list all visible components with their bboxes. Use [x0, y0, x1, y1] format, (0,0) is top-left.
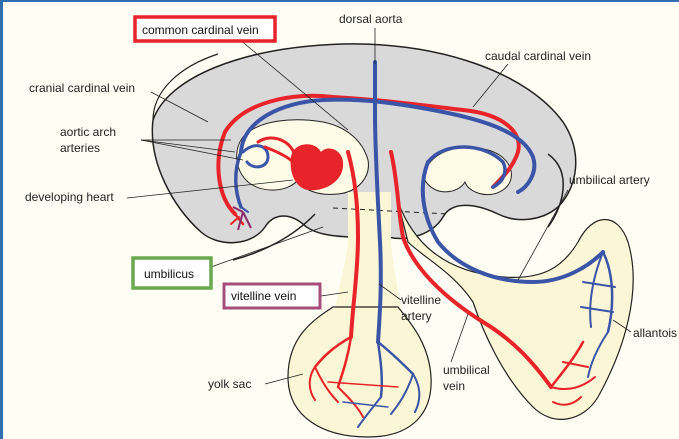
- label-common-cardinal-vein: common cardinal vein: [142, 23, 259, 37]
- label-yolk-sac: yolk sac: [208, 377, 251, 391]
- label-aortic-arch-line2: arteries: [60, 141, 100, 155]
- label-umbilical-vein-line1: umbilical: [443, 363, 490, 377]
- lead-umbilical-vein: [451, 314, 468, 362]
- label-umbilical-artery: umbilical artery: [569, 173, 650, 187]
- label-developing-heart: developing heart: [25, 190, 114, 204]
- label-dorsal-aorta: dorsal aorta: [339, 12, 403, 26]
- label-caudal-cardinal-vein: caudal cardinal vein: [485, 49, 591, 63]
- label-umbilical-vein-line2: vein: [443, 379, 465, 393]
- diagram-canvas: common cardinal vein dorsal aorta caudal…: [3, 2, 679, 439]
- label-vitelline-artery-line2: artery: [401, 309, 432, 323]
- label-vitelline-vein: vitelline vein: [231, 289, 296, 303]
- label-aortic-arch-line1: aortic arch: [60, 125, 116, 139]
- label-vitelline-artery-line1: vitelline: [401, 293, 441, 307]
- label-allantois: allantois: [633, 326, 677, 340]
- label-cranial-cardinal-vein: cranial cardinal vein: [29, 81, 135, 95]
- label-umbilicus: umbilicus: [144, 267, 194, 281]
